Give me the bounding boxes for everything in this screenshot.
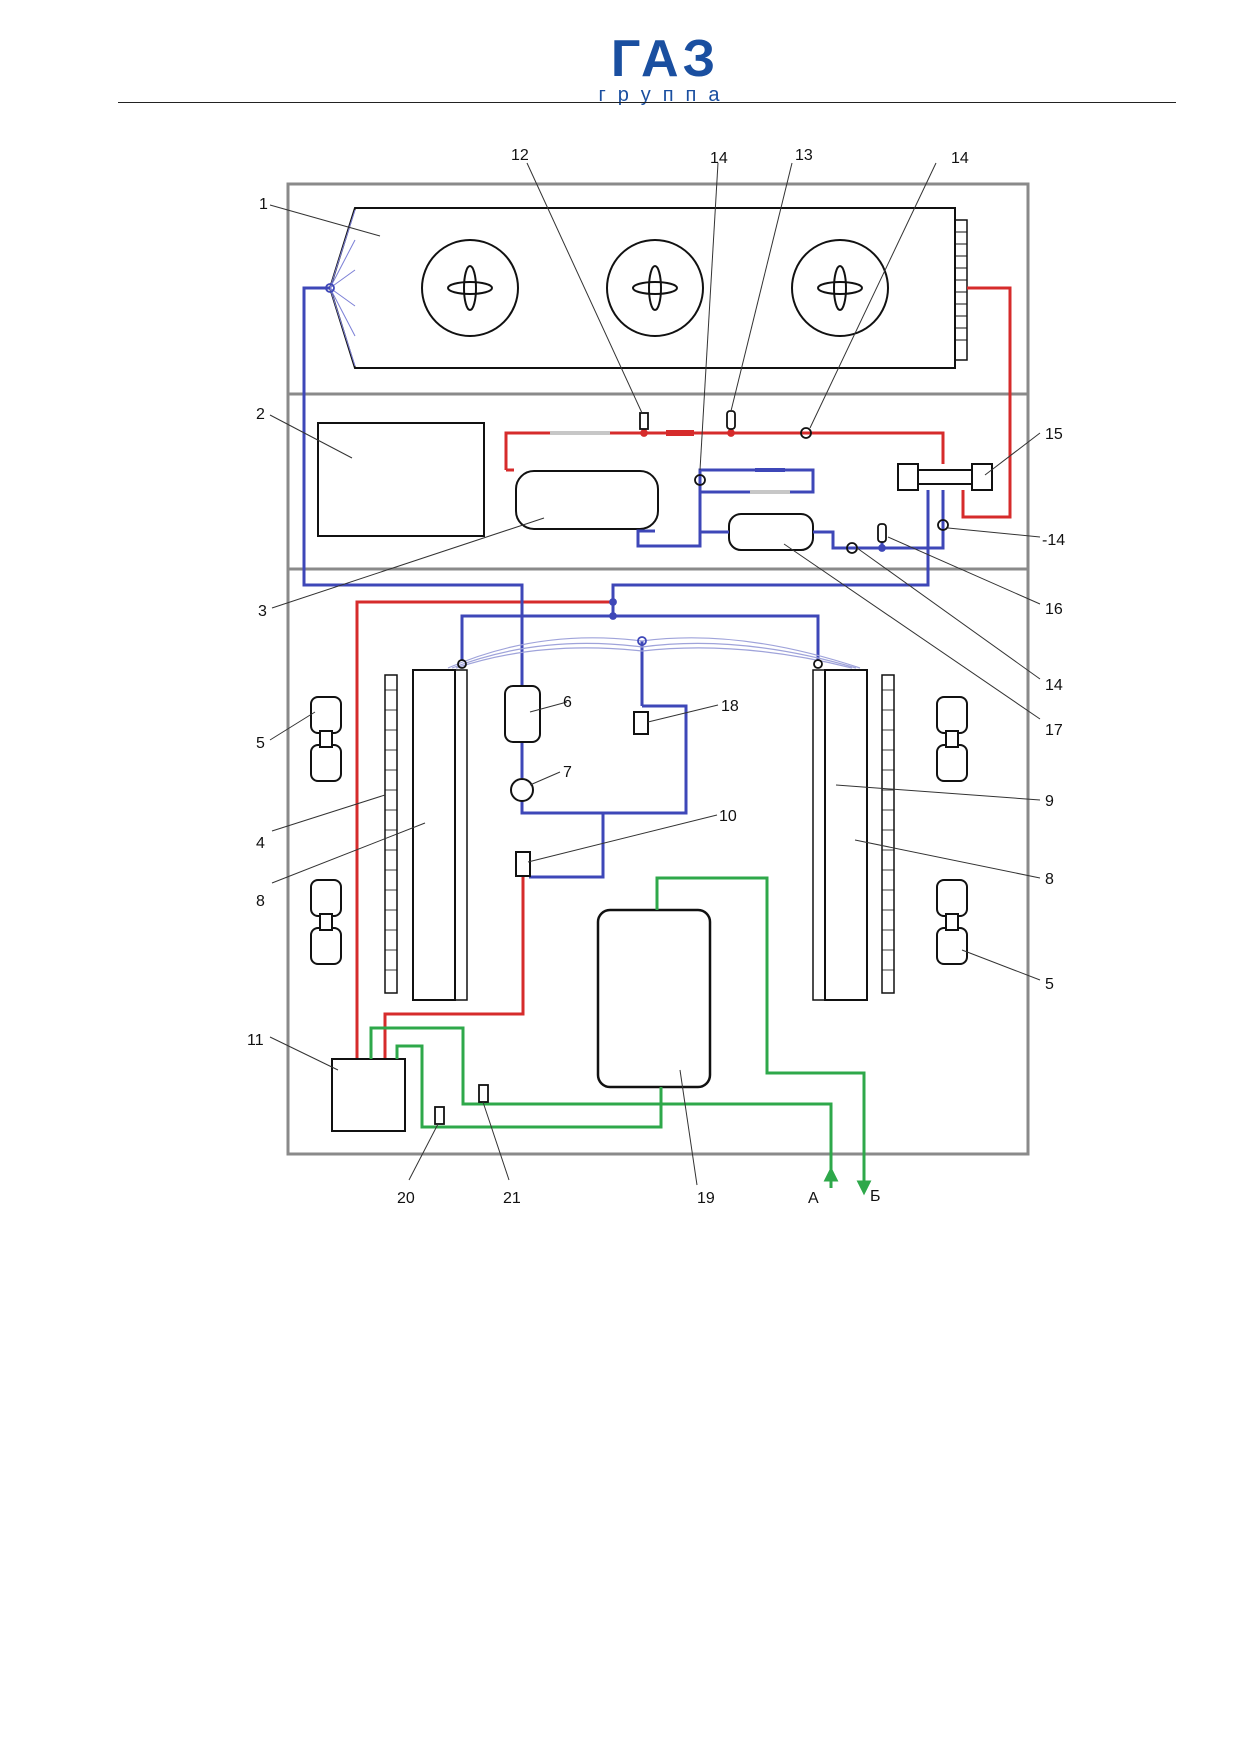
fan-icon [606, 239, 704, 337]
manifold-node-icon [637, 636, 647, 646]
pressure-switch-safety [726, 410, 736, 430]
refrigerant-suction-lines [302, 286, 945, 879]
callout-leaders [269, 162, 1041, 1186]
callout-14-lower-right: 14 [1045, 677, 1063, 694]
heater-tank [596, 908, 712, 1089]
pressure-switch-high [639, 412, 649, 430]
pressure-sensor-icon [325, 283, 335, 293]
enclosure-frame [286, 182, 1030, 1156]
callout-8-right: 8 [1045, 871, 1054, 888]
compressor [515, 470, 659, 530]
callout-3: 3 [258, 603, 267, 620]
junction-icon [727, 429, 735, 437]
callout-14-right: -14 [1042, 532, 1065, 549]
bypass-segment [750, 490, 790, 494]
fan-icon [791, 239, 889, 337]
callout-2: 2 [256, 406, 265, 423]
arrow-up-icon [823, 1166, 839, 1182]
callout-18: 18 [721, 698, 739, 715]
fan-icon [421, 239, 519, 337]
coolant-sensor-21 [478, 1084, 489, 1103]
evaporator-coil [812, 669, 826, 1001]
evaporator-manifold [447, 637, 861, 669]
evaporator-fitting-icon [813, 659, 823, 669]
callout-15: 15 [1045, 426, 1063, 443]
callout-12: 12 [511, 147, 529, 164]
receiver [728, 513, 814, 551]
condenser [328, 207, 968, 369]
callout-A: А [808, 1190, 819, 1207]
gaz-group-logo: ГАЗ группа [585, 30, 745, 106]
bypass-valve-segment [755, 468, 785, 472]
callout-14-top-left: 14 [710, 150, 728, 167]
callout-4: 4 [256, 835, 265, 852]
evaporator-body [824, 669, 868, 1001]
pressure-switch-low [877, 523, 887, 543]
blower-motor-right-bottom [936, 879, 968, 965]
enclosure-outline [286, 182, 1030, 1156]
heater-control-unit [331, 1058, 406, 1132]
refrigerant-discharge-lines [355, 286, 1012, 1059]
blower-motor-right-top [936, 696, 968, 782]
accumulator [504, 685, 541, 743]
evaporator-coil [454, 669, 468, 1001]
blower-motor-left-top [310, 696, 342, 782]
callout-9: 9 [1045, 793, 1054, 810]
callout-8-left: 8 [256, 893, 265, 910]
evaporator-fins [384, 674, 398, 994]
junction-icon [878, 544, 886, 552]
junction-icon [609, 612, 617, 620]
callout-16: 16 [1045, 601, 1063, 618]
control-box [317, 422, 485, 537]
evaporator-left [384, 669, 468, 1001]
evaporator-body [412, 669, 456, 1001]
solenoid-valve-18 [633, 711, 649, 735]
junction-icon [640, 429, 648, 437]
solenoid-valve-10 [515, 851, 531, 877]
callout-labels: 1 2 3 4 5 5 6 7 8 8 9 10 11 12 13 14 14 … [247, 147, 1065, 1207]
callout-13: 13 [795, 147, 813, 164]
callout-7: 7 [563, 764, 572, 781]
callout-11: 11 [247, 1032, 264, 1049]
service-valve-icon [937, 519, 949, 531]
callout-10: 10 [719, 808, 737, 825]
evaporator-fins [881, 674, 895, 994]
sight-glass-segment [550, 431, 610, 435]
evaporator-right [812, 669, 895, 1001]
coolant-lines [369, 876, 866, 1188]
callout-17: 17 [1045, 722, 1063, 739]
callout-B: Б [870, 1188, 881, 1205]
service-valve-icon [800, 427, 812, 439]
heat-exchanger [897, 463, 993, 491]
callout-6: 6 [563, 694, 572, 711]
sight-glass [510, 778, 534, 802]
callout-21: 21 [503, 1190, 521, 1207]
condenser-fan-manifold [329, 209, 356, 367]
logo-mark: ГАЗ [610, 30, 720, 88]
condenser-coil-fins [954, 219, 968, 361]
arrow-down-icon [856, 1180, 872, 1196]
logo-subtitle: группа [598, 84, 732, 106]
header-rule [118, 102, 1176, 103]
blower-motor-left-bottom [310, 879, 342, 965]
callout-14-top-right: 14 [951, 150, 969, 167]
callout-20: 20 [397, 1190, 415, 1207]
filter-segment [666, 430, 694, 436]
coolant-flow-arrows [823, 1166, 872, 1196]
service-valve-icon [694, 474, 706, 486]
callout-1: 1 [259, 196, 268, 213]
callout-19: 19 [697, 1190, 715, 1207]
fin-hatching [385, 689, 894, 971]
evaporator-fitting-icon [457, 659, 467, 669]
callout-5-right: 5 [1045, 976, 1054, 993]
junction-icon [609, 598, 617, 606]
coolant-sensor-20 [434, 1106, 445, 1125]
callout-5-left: 5 [256, 735, 265, 752]
fittings [325, 283, 949, 669]
